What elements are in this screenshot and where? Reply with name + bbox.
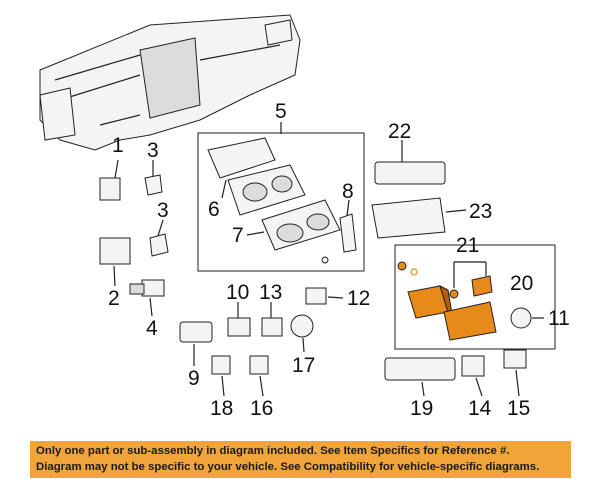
center-switch-parts (179, 287, 327, 375)
callout-19: 19 (410, 397, 433, 420)
callout-12: 12 (347, 287, 370, 310)
callout-6: 6 (208, 198, 220, 221)
callout-2: 2 (108, 287, 120, 310)
callout-11: 11 (548, 307, 570, 330)
callout-labels: 1 3 3 2 4 5 6 7 8 9 10 11 12 13 14 15 16… (108, 100, 570, 420)
callout-22: 22 (388, 120, 411, 143)
callout-4: 4 (146, 317, 158, 340)
highlighted-assembly-box (394, 244, 556, 350)
callout-23: 23 (469, 200, 492, 223)
callout-3-lower: 3 (157, 199, 169, 222)
cluster-parts (207, 137, 357, 264)
callout-20: 20 (510, 272, 533, 295)
callout-14: 14 (468, 397, 492, 420)
dashboard-illustration (39, 14, 301, 151)
callout-15: 15 (507, 397, 530, 420)
callout-5: 5 (275, 100, 287, 123)
parts-diagram: 1 3 3 2 4 5 6 7 8 9 10 11 12 13 14 15 16… (39, 14, 570, 420)
callout-18: 18 (210, 397, 233, 420)
disclaimer-line-2: Diagram may not be specific to your vehi… (36, 461, 540, 473)
left-switch-parts (99, 174, 169, 297)
callout-7: 7 (232, 224, 244, 247)
callout-10: 10 (226, 281, 249, 304)
highlighted-parts (397, 261, 497, 341)
callout-17: 17 (292, 354, 315, 377)
callout-8: 8 (342, 180, 354, 203)
callout-9: 9 (188, 367, 200, 390)
right-parts (371, 161, 532, 381)
leader-lines (113, 122, 544, 397)
callout-13: 13 (259, 281, 282, 304)
callout-3-upper: 3 (147, 139, 159, 162)
disclaimer-line-1: Only one part or sub-assembly in diagram… (36, 445, 510, 457)
disclaimer-banner: Only one part or sub-assembly in diagram… (30, 441, 571, 478)
callout-16: 16 (250, 397, 273, 420)
callout-21: 21 (456, 234, 479, 257)
callout-1: 1 (112, 134, 124, 157)
